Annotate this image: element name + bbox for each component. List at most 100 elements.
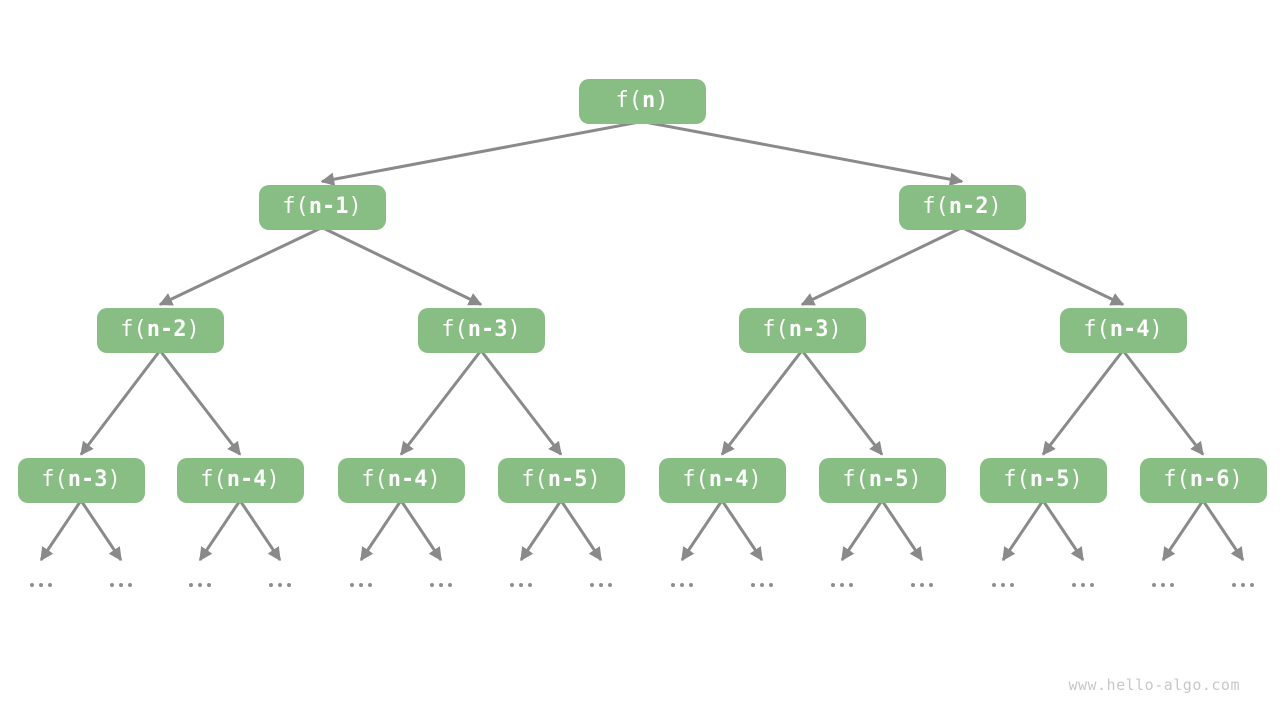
tree-edge	[800, 349, 884, 456]
tree-edge	[800, 226, 963, 306]
node-label-argument: n-2	[146, 317, 187, 342]
tree-node-n12: f(n-5)	[818, 457, 946, 503]
node-label-prefix: f(	[842, 467, 869, 492]
node-label-prefix: f(	[1163, 467, 1190, 492]
tree-node-n8: f(n-4)	[176, 457, 304, 503]
node-label-prefix: f(	[615, 88, 643, 113]
tree-node-n6: f(n-4)	[1059, 307, 1187, 353]
tree-edge	[320, 120, 643, 186]
tree-edge	[238, 499, 282, 562]
node-label-argument: n-3	[67, 467, 108, 492]
node-label-argument: n-4	[1109, 317, 1150, 342]
tree-node-n4: f(n-3)	[417, 307, 545, 353]
tree-edge	[1041, 499, 1085, 562]
node-label-argument: n	[642, 88, 656, 113]
node-label-argument: n-3	[467, 317, 508, 342]
tree-edge	[641, 120, 964, 186]
tree-edge	[39, 499, 83, 562]
tree-node-n2: f(n-2)	[898, 184, 1026, 230]
node-label-prefix: f(	[441, 317, 468, 342]
node-label-prefix: f(	[282, 194, 309, 219]
tree-edge	[961, 226, 1125, 306]
node-label-prefix: f(	[200, 467, 227, 492]
node-label-prefix: f(	[922, 194, 949, 219]
tree-edge	[479, 349, 563, 456]
node-label-prefix: f(	[682, 467, 709, 492]
tree-edge	[720, 349, 804, 456]
ellipsis-d9	[751, 583, 773, 587]
tree-node-n11: f(n-4)	[658, 457, 786, 503]
node-label-argument: n-4	[226, 467, 267, 492]
tree-edge	[79, 499, 123, 562]
node-label-prefix: f(	[41, 467, 68, 492]
node-label-argument: n-1	[308, 194, 349, 219]
node-label-suffix: )	[587, 467, 601, 492]
tree-node-n3: f(n-2)	[96, 307, 224, 353]
ellipsis-d7	[590, 583, 612, 587]
node-label-suffix: )	[266, 467, 280, 492]
node-label-suffix: )	[107, 467, 121, 492]
tree-edge	[559, 499, 603, 562]
tree-edge	[359, 499, 403, 562]
tree-node-n5: f(n-3)	[738, 307, 866, 353]
node-label-argument: n-2	[948, 194, 989, 219]
tree-edge	[399, 499, 443, 562]
tree-edge	[1201, 499, 1245, 562]
ellipsis-d1	[110, 583, 132, 587]
tree-node-n0: f(n)	[578, 78, 706, 124]
tree-node-n10: f(n-5)	[497, 457, 625, 503]
tree-edge	[680, 499, 724, 562]
tree-edge	[198, 499, 242, 562]
node-label-suffix: )	[1069, 467, 1083, 492]
node-label-suffix: )	[1229, 467, 1243, 492]
ellipsis-d6	[510, 583, 532, 587]
node-label-argument: n-4	[387, 467, 428, 492]
node-label-argument: n-5	[868, 467, 909, 492]
ellipsis-d10	[831, 583, 853, 587]
node-label-argument: n-6	[1189, 467, 1230, 492]
node-label-argument: n-5	[1029, 467, 1070, 492]
tree-node-n14: f(n-6)	[1139, 457, 1267, 503]
tree-edge	[880, 499, 924, 562]
tree-edge	[1161, 499, 1205, 562]
node-label-prefix: f(	[1083, 317, 1110, 342]
node-label-suffix: )	[908, 467, 922, 492]
tree-edge	[321, 226, 483, 306]
tree-edges	[39, 120, 1245, 562]
ellipsis-d12	[992, 583, 1014, 587]
tree-node-n7: f(n-3)	[17, 457, 145, 503]
ellipsis-d4	[350, 583, 372, 587]
tree-edge	[158, 226, 323, 306]
node-label-suffix: )	[427, 467, 441, 492]
node-label-argument: n-4	[708, 467, 749, 492]
node-label-prefix: f(	[361, 467, 388, 492]
node-label-suffix: )	[348, 194, 362, 219]
ellipsis-d8	[671, 583, 693, 587]
ellipsis-d5	[430, 583, 452, 587]
node-label-suffix: )	[828, 317, 842, 342]
tree-edge	[399, 349, 483, 456]
tree-node-n13: f(n-5)	[979, 457, 1107, 503]
tree-node-n1: f(n-1)	[258, 184, 386, 230]
ellipsis-d11	[911, 583, 933, 587]
ellipsis-d15	[1232, 583, 1254, 587]
node-label-prefix: f(	[521, 467, 548, 492]
tree-edge	[79, 349, 162, 456]
ellipsis-d3	[269, 583, 291, 587]
node-label-suffix: )	[655, 88, 669, 113]
ellipsis-d13	[1072, 583, 1094, 587]
node-label-prefix: f(	[762, 317, 789, 342]
node-label-suffix: )	[988, 194, 1002, 219]
ellipsis-d2	[189, 583, 211, 587]
tree-edge	[1041, 349, 1125, 456]
node-label-suffix: )	[507, 317, 521, 342]
node-label-argument: n-5	[547, 467, 588, 492]
node-label-prefix: f(	[1003, 467, 1030, 492]
node-label-suffix: )	[748, 467, 762, 492]
tree-edge	[519, 499, 563, 562]
watermark-text: www.hello-algo.com	[1068, 676, 1240, 694]
ellipsis-d14	[1152, 583, 1174, 587]
tree-node-n9: f(n-4)	[337, 457, 465, 503]
